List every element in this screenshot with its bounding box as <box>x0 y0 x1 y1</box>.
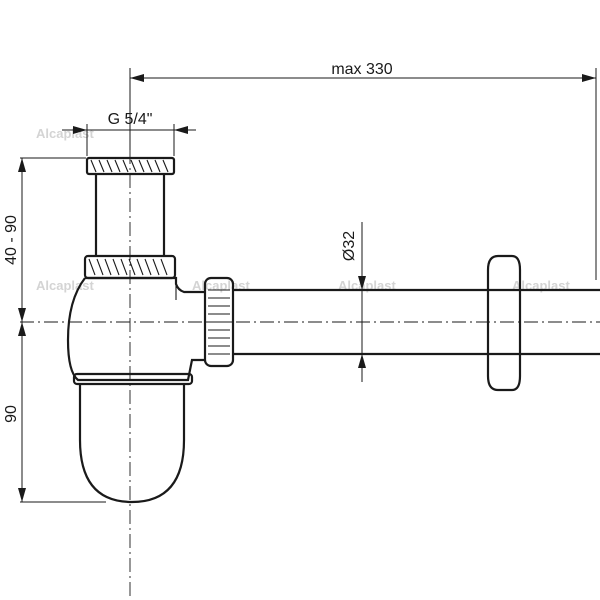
watermark: Alcaplast <box>36 126 94 141</box>
dimension-thread: G 5/4" <box>62 111 196 156</box>
siphon-body <box>66 276 206 504</box>
dimension-heights: 40 - 90 90 <box>3 157 106 503</box>
height-adjust-label: 40 - 90 <box>3 215 20 265</box>
height-lower-label: 90 <box>3 405 20 423</box>
side-nut <box>203 276 235 368</box>
thread-label: G 5/4" <box>108 111 153 128</box>
outlet-pipe <box>233 288 600 356</box>
watermark: Alcaplast <box>36 278 94 293</box>
dimension-diameter: Ø32 <box>341 222 366 382</box>
max-length-label: max 330 <box>331 61 392 78</box>
top-nut <box>85 156 176 176</box>
vertical-tube <box>94 174 166 256</box>
dimension-max-length: max 330 <box>129 61 597 280</box>
wall-rosette <box>486 254 522 392</box>
diameter-label: Ø32 <box>341 231 358 261</box>
